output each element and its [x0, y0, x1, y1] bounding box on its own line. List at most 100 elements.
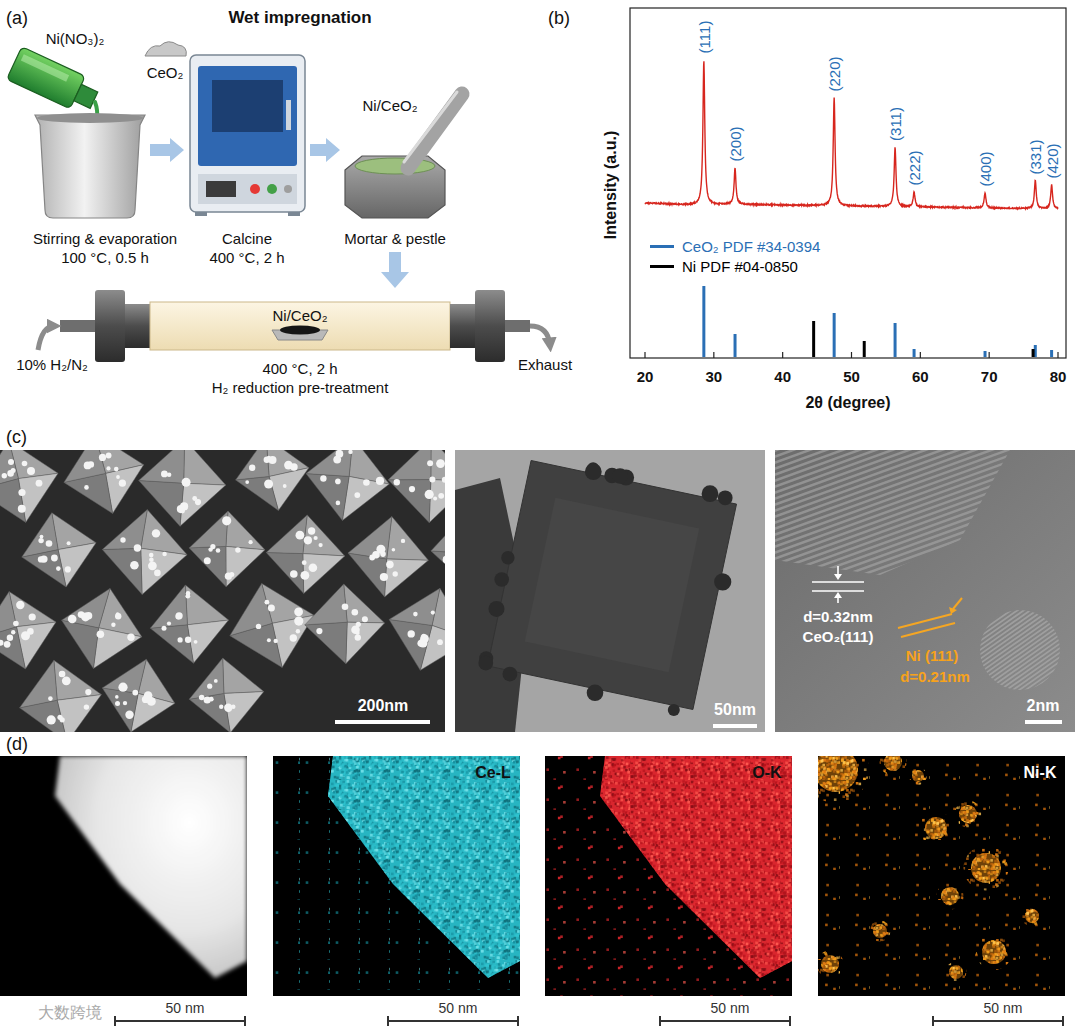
sem-image	[13, 621, 19, 627]
spacing-marker	[812, 581, 864, 583]
step-condition: 100 °C, 0.5 h	[61, 250, 149, 265]
ni-map	[920, 812, 953, 845]
xrd-curve	[645, 61, 1058, 208]
scale-bar-label: 50 nm	[984, 1001, 1023, 1015]
tem-image	[668, 704, 680, 716]
haadf-image	[0, 756, 247, 996]
spacing-marker	[901, 623, 955, 637]
o-map	[545, 756, 792, 996]
sem-image	[189, 546, 226, 586]
ni-map	[873, 924, 887, 938]
lattice-fringes	[960, 459, 1075, 543]
peak-label: (400)	[978, 151, 993, 186]
tube-furnace	[125, 304, 150, 348]
sem-image	[7, 635, 13, 641]
sem-image	[99, 454, 106, 461]
lattice-fringes	[960, 504, 1075, 588]
lattice-fringes	[775, 532, 1030, 630]
sem-image	[230, 583, 272, 635]
lattice-fringes	[960, 634, 1075, 718]
sem-image	[125, 711, 133, 719]
ni-map	[909, 767, 927, 785]
step-label: Mortar & pestle	[344, 231, 446, 246]
lattice-fringes	[960, 454, 1075, 538]
lattice-fringes	[960, 670, 1075, 732]
axis-ticks	[920, 352, 921, 358]
sem-image	[38, 538, 43, 543]
sem-image	[304, 536, 312, 544]
sem-image	[62, 676, 71, 685]
sem-image	[344, 584, 385, 623]
muffle-furnace	[206, 181, 236, 197]
mortar-and-pestle	[345, 92, 462, 218]
lattice-fringes	[960, 630, 1075, 714]
lattice-fringes	[960, 643, 1075, 727]
lattice-spacing: d=0.32nm	[803, 609, 873, 624]
sem-image	[9, 592, 56, 627]
sem-image	[256, 624, 261, 629]
sem-image	[115, 695, 119, 699]
lattice-fringes	[960, 639, 1075, 723]
sem-image	[150, 625, 193, 664]
tem-image	[612, 468, 628, 484]
sem-image	[36, 480, 43, 487]
scale-bar-label: 200nm	[358, 698, 409, 714]
ni-map	[971, 853, 1001, 883]
panel-letter: (a)	[6, 9, 28, 27]
reference-sticks	[833, 313, 836, 357]
sem-image	[185, 594, 190, 599]
sem-image	[386, 561, 394, 569]
sem-image	[380, 573, 388, 581]
sem-image	[130, 561, 139, 570]
lattice-fringes	[960, 522, 1075, 606]
sem-image	[431, 510, 445, 553]
muffle-furnace	[190, 55, 305, 216]
sem-image	[387, 517, 429, 561]
sem-image	[431, 551, 445, 589]
sem-image	[296, 531, 305, 540]
tube-furnace	[505, 320, 530, 332]
sem-image	[224, 704, 232, 712]
sem-image	[119, 480, 126, 487]
sem-image	[266, 515, 307, 554]
sem-image	[249, 465, 255, 471]
mortar-and-pestle	[355, 158, 435, 174]
muffle-furnace	[286, 100, 291, 130]
ce-map	[328, 756, 520, 978]
element-map-label: O-K	[752, 765, 781, 781]
lattice-fringes	[960, 666, 1075, 733]
sem-image	[0, 592, 17, 639]
sem-image	[305, 622, 347, 664]
sem-image	[88, 461, 94, 467]
sem-image	[51, 555, 58, 562]
sem-image	[413, 612, 418, 617]
sem-image	[150, 585, 187, 628]
scale-bar-label: 50nm	[714, 702, 756, 718]
sem-image	[187, 620, 228, 663]
sem-image	[46, 540, 53, 547]
tem-image	[587, 685, 604, 702]
ce-map	[273, 756, 520, 996]
sem-image	[93, 628, 141, 669]
sem-image	[47, 715, 56, 724]
sem-image	[123, 701, 127, 705]
sem-image	[62, 620, 99, 668]
sem-image	[409, 486, 415, 492]
scale-bar	[933, 1020, 1063, 1022]
sem-image	[236, 477, 279, 511]
sem-image	[421, 634, 426, 639]
lattice-fringes	[960, 481, 1075, 565]
sem-image	[189, 511, 228, 548]
reference-sticks	[814, 321, 1033, 357]
sem-image	[342, 604, 349, 611]
sem-image	[348, 517, 392, 559]
ni-map	[818, 756, 869, 803]
sem-image	[284, 461, 293, 470]
sample-label: Ni/CeO₂	[273, 308, 328, 323]
sem-image	[320, 475, 326, 481]
scale-bar	[659, 1016, 661, 1026]
lattice-fringes	[960, 450, 1075, 520]
peak-label: (311)	[888, 107, 903, 141]
tube-furnace	[38, 326, 54, 350]
ni-map	[976, 934, 1012, 970]
